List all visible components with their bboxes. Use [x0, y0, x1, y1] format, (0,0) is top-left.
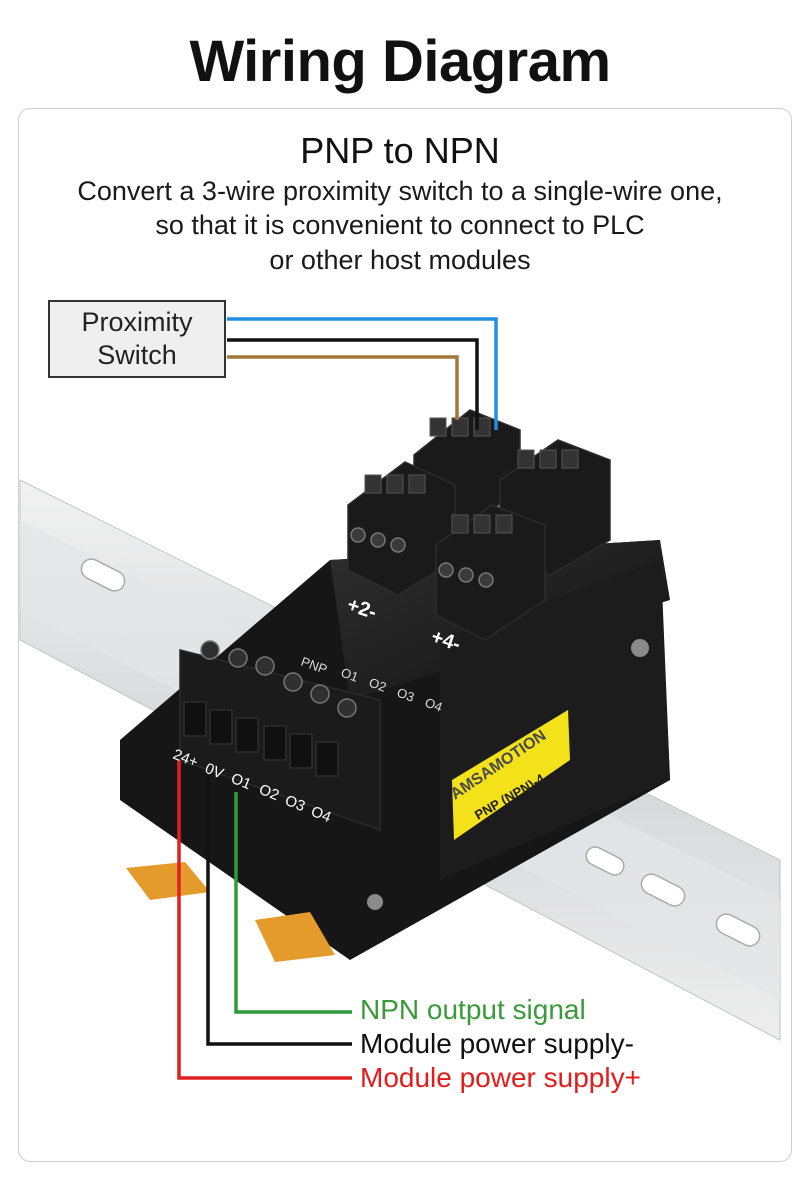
description-line-2: so that it is convenient to connect to P…: [155, 210, 645, 240]
terminal-label-o2: O2: [257, 781, 282, 804]
mounting-feet: [126, 862, 335, 962]
terminal-label-o4: O4: [309, 803, 334, 826]
description-line-3: or other host modules: [269, 245, 531, 275]
npn-output-label: NPN output signal: [360, 994, 586, 1025]
proximity-switch-box: Proximity Switch: [48, 300, 226, 378]
black-power-wire: [206, 776, 352, 1046]
black-wire: [227, 338, 479, 430]
power-plus-label: Module power supply+: [360, 1062, 641, 1093]
proximity-label: Proximity: [81, 307, 193, 337]
led-label-o2: O2: [367, 675, 388, 695]
output-wires: [177, 760, 352, 1080]
sensor-wires: [227, 317, 498, 430]
switch-label: Switch: [97, 340, 177, 370]
terminal-label-0v: 0V: [203, 760, 226, 783]
led-label-o1: O1: [339, 665, 360, 685]
power-minus-label: Module power supply-: [360, 1028, 634, 1059]
terminal-label-o3: O3: [283, 792, 308, 815]
plug-terminals: [347, 409, 611, 641]
red-power-wire: [177, 760, 352, 1080]
terminal-label-o1: O1: [229, 770, 254, 793]
led-label-o3: O3: [395, 685, 416, 705]
brown-wire: [227, 355, 459, 420]
description-line-1: Convert a 3-wire proximity switch to a s…: [77, 176, 723, 206]
page-title: Wiring Diagram: [189, 29, 611, 94]
green-wire: [234, 792, 352, 1014]
diagram-subtitle: PNP to NPN: [300, 130, 500, 171]
led-label-o4: O4: [423, 695, 444, 715]
blue-wire: [227, 317, 498, 430]
main-terminal-block: [179, 640, 381, 832]
